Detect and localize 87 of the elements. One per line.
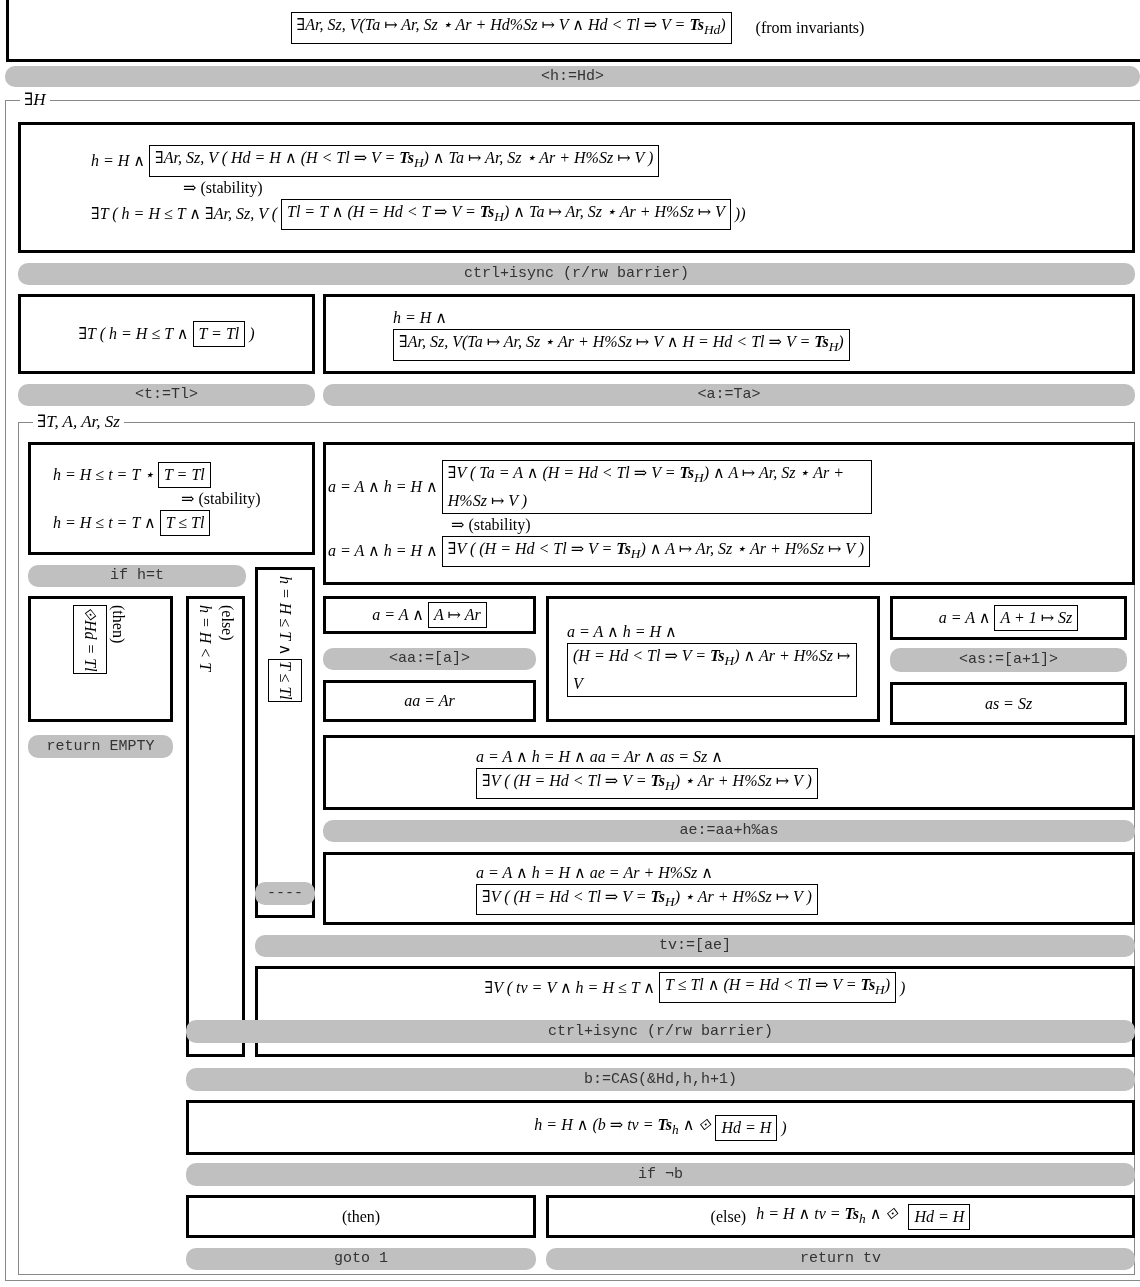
assertion-box — [323, 852, 1135, 925]
framed-assertion: T ≤ Tl ∧ (H = Hd < Tl ⇒ V = Ts$_{H}$) — [659, 972, 897, 1004]
framed-assertion: Tl = T ∧ (H = Hd < T ⇒ V = Ts$_{H}$) ∧ Ta ↦ Ar, Sz ⋆ Ar + H%Sz ↦ V — [281, 198, 731, 230]
formula-text: ) — [249, 324, 255, 345]
formula-text: ∃V ( tv = V ∧ h = H ≤ T ∧ — [484, 977, 656, 999]
assertion-box — [28, 596, 173, 722]
framed-assertion: Hd = H — [908, 1203, 971, 1230]
formula-text: h = H ∧ tv = Ts$_{h}$ ∧ ⟐ — [756, 1203, 899, 1229]
formula-text: a = A ∧ — [938, 608, 991, 628]
assertion-box — [323, 735, 1135, 810]
code-statement-bar: ctrl+isync (r/rw barrier) — [186, 1020, 1135, 1043]
framed-assertion: ∃Ar, Sz, V(Ta ↦ Ar, Sz ⋆ Ar + H%Sz ↦ V ∧ H = Hd < Tl ⇒ V = Ts$_{H}$) — [393, 329, 850, 361]
code-statement-bar: goto 1 — [186, 1248, 536, 1270]
formula-text: )) — [734, 204, 746, 225]
code-statement-bar: <h:=Hd> — [5, 66, 1140, 87]
assertion-box — [323, 442, 1135, 585]
formula-text: h = H ≤ t = T ⋆ — [53, 464, 154, 485]
assertion-box — [186, 1100, 1135, 1155]
code-statement-bar: <aa:=[a]> — [323, 648, 536, 670]
formula-text: a = A ∧ h = H ∧ — [328, 541, 438, 562]
framed-assertion: T = Tl — [158, 461, 211, 488]
framed-assertion: ∃V ( (H = Hd < Tl ⇒ V = Ts$_{H}$) ⋆ Ar + H%Sz ↦ V ) — [476, 883, 818, 916]
code-statement-bar: b:=CAS(&Hd,h,h+1) — [186, 1068, 1135, 1091]
framed-assertion: ⟐Hd = Tl — [72, 605, 107, 674]
code-statement-bar: if h=t — [28, 565, 246, 587]
code-statement-bar: <a:=Ta> — [323, 384, 1135, 406]
assertion-box — [6, 0, 1140, 62]
assertion-box — [546, 596, 880, 722]
code-statement-bar: if ¬b — [186, 1163, 1135, 1186]
note-text: ⇒ (stability) — [183, 177, 263, 199]
formula-text: h = H ≤ T ∧ — [276, 576, 295, 656]
framed-assertion: ∃Ar, Sz, V(Ta ↦ Ar, Sz ⋆ Ar + Hd%Sz ↦ V ∧ Hd < Tl ⇒ V = Ts$_{Hd}$) — [290, 12, 732, 44]
formula-text: h = H ∧ — [393, 308, 448, 329]
code-statement-bar: ---- — [255, 882, 315, 905]
framed-assertion: T ≤ Tl — [268, 659, 302, 703]
code-statement-bar: ae:=aa+h%as — [323, 820, 1135, 842]
assertion-box — [323, 680, 536, 722]
formula-text: ) — [781, 1117, 787, 1139]
formula-text: a = A ∧ h = H ∧ — [567, 622, 677, 643]
formula-text: a = A ∧ h = H ∧ aa = Ar ∧ as = Sz ∧ — [476, 746, 723, 767]
formula-text: a = A ∧ h = H ∧ ae = Ar + H%Sz ∧ — [476, 862, 713, 883]
assertion-box — [186, 596, 245, 1057]
assertion-box — [890, 682, 1127, 725]
assertion-box — [18, 122, 1135, 253]
framed-assertion: T = Tl — [192, 321, 246, 347]
formula-text: ∃T ( h = H ≤ T ∧ ∃Ar, Sz, V ( — [91, 204, 277, 225]
formula-text: ) — [900, 977, 906, 999]
note-text: ⇒ (stability) — [181, 488, 261, 510]
code-statement-bar: <t:=Tl> — [18, 384, 315, 406]
code-statement-bar: ctrl+isync (r/rw barrier) — [18, 263, 1135, 285]
note-text: (from invariants) — [755, 18, 865, 39]
code-statement-bar: return tv — [546, 1248, 1135, 1270]
assertion-box — [28, 442, 315, 555]
note-text: ⇒ (stability) — [451, 514, 531, 536]
framed-assertion: ∃V ( (H = Hd < Tl ⇒ V = Ts$_{H}$) ⋆ Ar + H%Sz ↦ V ) — [476, 767, 818, 800]
formula-text: h = H ∧ (b ⇒ tv = Ts$_{h}$ ∧ ⟐ — [534, 1114, 712, 1140]
assertion-box — [18, 294, 315, 374]
assertion-box — [323, 294, 1135, 374]
note-text: (else) — [710, 1206, 747, 1228]
formula-text: a = A ∧ h = H ∧ — [328, 476, 438, 497]
assertion-box — [255, 567, 315, 918]
code-statement-bar: <as:=[a+1]> — [890, 648, 1127, 672]
framed-assertion: A + 1 ↦ Sz — [994, 605, 1079, 631]
framed-assertion: ∃V ( Ta = A ∧ (H = Hd < Tl ⇒ V = Ts$_{H}$) ∧ A ↦ Ar, Sz ⋆ Ar + H%Sz ↦ V ) — [441, 460, 872, 514]
assertion-box — [890, 596, 1127, 640]
note-text: (else) — [217, 605, 237, 641]
formula-text: as = Sz — [984, 693, 1033, 714]
code-statement-bar: return EMPTY — [28, 735, 173, 758]
formula-text: h = H ∧ — [91, 150, 146, 171]
formula-text: h = H < T — [195, 605, 215, 672]
note-text: (then) — [108, 605, 128, 644]
assertion-box — [546, 1195, 1135, 1238]
framed-assertion: ∃V ( (H = Hd < Tl ⇒ V = Ts$_{H}$) ∧ A ↦ Ar, Sz ⋆ Ar + H%Sz ↦ V ) — [441, 535, 871, 567]
framed-assertion: (H = Hd < Tl ⇒ V = Ts$_{H}$) ∧ Ar + H%Sz ↦ V — [567, 643, 857, 697]
formula-text: aa = Ar — [404, 691, 455, 711]
framed-assertion: T ≤ Tl — [159, 509, 211, 536]
formula-text: h = H ≤ t = T ∧ — [53, 512, 156, 533]
scope-heading: ∃T, A, Ar, Sz — [33, 412, 124, 432]
formula-text: a = A ∧ — [372, 605, 425, 625]
assertion-box — [323, 596, 536, 634]
code-statement-bar: tv:=[ae] — [255, 935, 1135, 957]
formula-text: ∃T ( h = H ≤ T ∧ — [78, 324, 189, 345]
framed-assertion: A ↦ Ar — [428, 602, 487, 628]
note-text: (then) — [341, 1206, 381, 1228]
assertion-box — [186, 1195, 536, 1238]
framed-assertion: Hd = H — [715, 1114, 778, 1141]
framed-assertion: ∃Ar, Sz, V ( Hd = H ∧ (H < Tl ⇒ V = Ts$_{H}$) ∧ Ta ↦ Ar, Sz ⋆ Ar + H%Sz ↦ V ) — [149, 145, 660, 177]
